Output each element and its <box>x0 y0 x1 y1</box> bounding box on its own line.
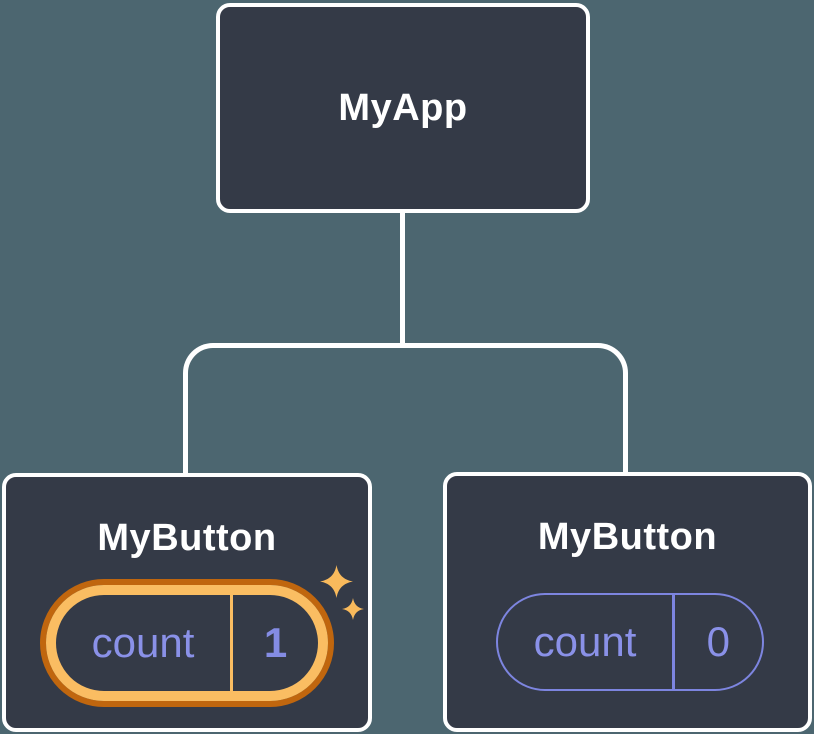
node-myapp-label: MyApp <box>338 86 468 129</box>
pill-divider <box>672 595 675 689</box>
node-mybutton-left-label: MyButton <box>97 517 277 559</box>
state-pill-highlighted: count 1 <box>40 579 334 707</box>
pill-divider <box>230 595 233 691</box>
state-pill: count 0 <box>496 593 764 691</box>
connector-branch <box>183 343 628 475</box>
state-key: count <box>533 618 637 665</box>
node-myapp: MyApp <box>216 3 590 213</box>
sparkles-icon <box>320 565 364 620</box>
connector-root-stem <box>400 206 405 348</box>
node-mybutton-right-label: MyButton <box>537 516 718 558</box>
node-mybutton-left: MyButton count 1 <box>2 473 372 732</box>
state-value: 1 <box>263 619 288 666</box>
state-pill-highlighted-inner: count 1 <box>46 585 328 701</box>
state-value: 0 <box>706 618 730 665</box>
node-mybutton-right: MyButton count 0 <box>443 472 812 732</box>
state-key: count <box>91 619 195 666</box>
